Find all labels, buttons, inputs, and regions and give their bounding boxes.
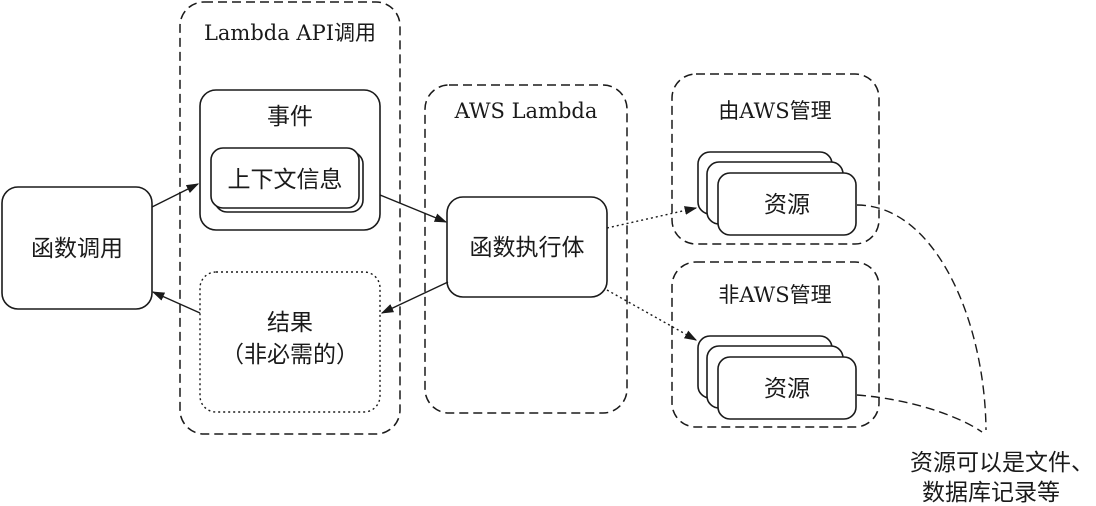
function-executor-label: 函数执行体 <box>470 235 585 261</box>
context-info-box: 上下文信息 <box>210 147 364 213</box>
result-to-call-arrow <box>151 291 201 314</box>
event-label: 事件 <box>267 104 313 130</box>
aws-lambda-title: AWS Lambda <box>454 99 598 123</box>
result-label: 结果 <box>267 310 313 336</box>
lambda-api-title: Lambda API调用 <box>204 21 376 45</box>
function-call-label: 函数调用 <box>31 236 123 262</box>
resource-note-line1: 资源可以是文件、 <box>910 450 1094 476</box>
unmanaged-resource-note-connector <box>856 394 983 433</box>
call-to-event-arrow <box>151 183 200 208</box>
managed-resource-note-connector <box>856 204 987 431</box>
executor-to-result-arrow <box>380 281 449 314</box>
non-aws-managed-resource-label: 资源 <box>764 376 810 402</box>
aws-managed-resource-stack: 资源 <box>697 151 857 236</box>
executor-to-managed-resource-arrow <box>606 206 698 229</box>
resource-note-line2: 数据库记录等 <box>922 480 1060 506</box>
resource-note: 资源可以是文件、 数据库记录等 <box>910 450 1094 506</box>
context-info-label: 上下文信息 <box>228 167 343 193</box>
non-aws-managed-title: 非AWS管理 <box>718 283 831 307</box>
function-call-box: 函数调用 <box>1 186 153 310</box>
non-aws-managed-resource-stack: 资源 <box>697 335 857 420</box>
result-optional-label: （非必需的） <box>221 342 359 368</box>
aws-managed-resource-label: 资源 <box>764 192 810 218</box>
function-executor-box: 函数执行体 <box>446 196 608 298</box>
aws-managed-title: 由AWS管理 <box>718 99 831 123</box>
result-box: 结果 （非必需的） <box>199 271 381 413</box>
executor-to-unmanaged-resource-arrow <box>606 289 698 341</box>
event-to-executor-arrow <box>379 194 448 223</box>
